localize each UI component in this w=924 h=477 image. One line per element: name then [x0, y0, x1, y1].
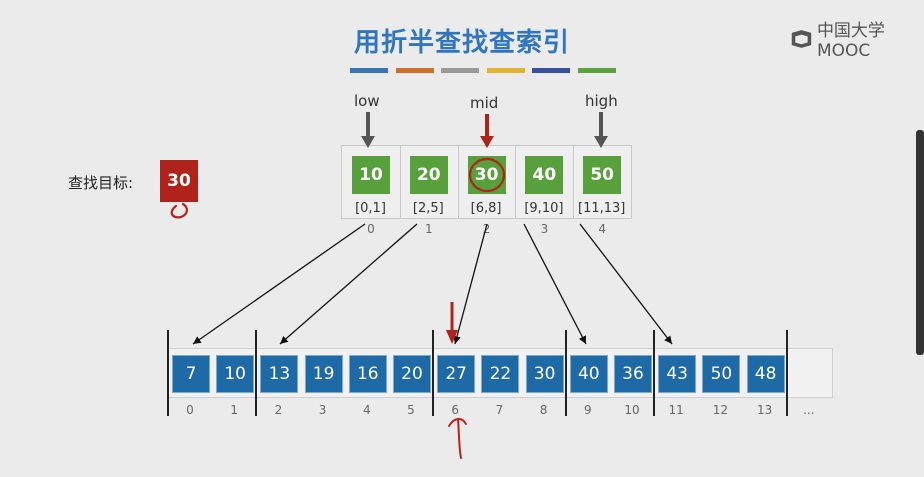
index-range: [11,13] [578, 201, 626, 216]
index-divider [515, 146, 517, 218]
block-divider [255, 330, 258, 416]
array-cell: 19 [304, 355, 343, 393]
up-arrow-annotation-stroke [457, 418, 462, 459]
index-link-arrow [579, 223, 673, 345]
index-divider [399, 146, 401, 218]
title-stripe [441, 68, 480, 73]
array-cell: 48 [746, 355, 785, 393]
index-entry: 50 [11,13] [573, 146, 630, 218]
index-divider [573, 146, 575, 218]
array-cell: 40 [569, 355, 608, 393]
array-cell: 7 [172, 355, 210, 393]
index-divider [457, 146, 459, 218]
index-link-arrow [192, 223, 366, 345]
index-range: [0,1] [355, 201, 386, 216]
array-index: 4 [362, 403, 371, 417]
array-index: ... [803, 403, 815, 417]
index-entry: 30 [6,8] [458, 146, 515, 218]
title-stripe [532, 68, 571, 73]
down-arrow-icon [446, 330, 458, 344]
index-entry: 10 [0,1] [342, 146, 399, 218]
index-link-arrow [453, 223, 488, 345]
index-link-arrow [523, 223, 587, 345]
index-position: 3 [540, 222, 549, 236]
array-cell: 20 [393, 355, 431, 393]
index-link-arrow [279, 223, 418, 345]
logo-text: 中国大学MOOC [816, 21, 885, 61]
search-target-label: 查找目标: [68, 174, 134, 192]
index-key: 50 [583, 156, 622, 194]
block-divider [785, 330, 788, 416]
array-index: 1 [230, 403, 238, 417]
index-range: [6,8] [470, 201, 502, 216]
array-index: 13 [756, 403, 773, 417]
array-cell: 43 [658, 355, 697, 393]
array-cell: 30 [525, 355, 564, 393]
index-key: 10 [352, 156, 390, 194]
index-position: 0 [367, 222, 375, 236]
array-cell: 36 [614, 355, 652, 393]
mooc-logo-icon [791, 29, 812, 48]
side-scrollbar[interactable] [916, 130, 924, 355]
array-index: 5 [407, 403, 415, 417]
index-table: 10 [0,1] 20 [2,5] 30 [6,8] 40 [9,10] 50 [11,13] [341, 145, 632, 219]
block-divider [167, 330, 169, 416]
up-arrow-annotation-icon [448, 418, 467, 427]
array-index: 3 [318, 403, 327, 417]
index-key: 20 [409, 156, 448, 194]
array-cell: 16 [348, 355, 387, 393]
index-entry: 20 [2,5] [400, 146, 457, 218]
array-cell: 50 [702, 355, 741, 393]
index-range: [9,10] [524, 201, 564, 216]
index-position: 4 [598, 222, 606, 236]
index-range: [2,5] [412, 201, 444, 216]
high-pointer-label: high [585, 92, 618, 110]
title-stripe [395, 68, 434, 73]
array-cell: 22 [481, 355, 520, 393]
array-index: 8 [539, 403, 548, 417]
array-index: 2 [274, 403, 283, 417]
array-index: 9 [583, 403, 592, 417]
index-key: 30 [467, 156, 506, 194]
low-pointer-label: low [354, 92, 380, 110]
title-stripe [486, 68, 525, 73]
block-divider [653, 330, 656, 416]
array-cell: 13 [260, 355, 299, 393]
index-entry: 40 [9,10] [515, 146, 572, 218]
array-index: 7 [495, 403, 504, 417]
index-position: 2 [482, 222, 491, 236]
index-position: 1 [424, 222, 433, 236]
array-index: 0 [186, 403, 194, 417]
block-divider [432, 330, 435, 416]
array-cell: 27 [437, 355, 476, 393]
array-index: 11 [668, 403, 684, 417]
array-index: 12 [712, 403, 729, 417]
mooc-logo: 中国大学MOOC [790, 16, 924, 61]
array-cell: 10 [216, 355, 255, 393]
array-index: 6 [451, 403, 459, 417]
array-index: 10 [624, 403, 640, 417]
title-stripe [350, 68, 388, 73]
underline-annotation [170, 202, 188, 219]
title-stripe [578, 68, 616, 73]
mid-pointer-label: mid [470, 94, 499, 112]
index-key: 40 [525, 156, 564, 194]
search-target-value: 30 [160, 160, 198, 202]
slide-title: 用折半查找查索引 [353, 28, 570, 58]
block-divider [564, 330, 567, 416]
